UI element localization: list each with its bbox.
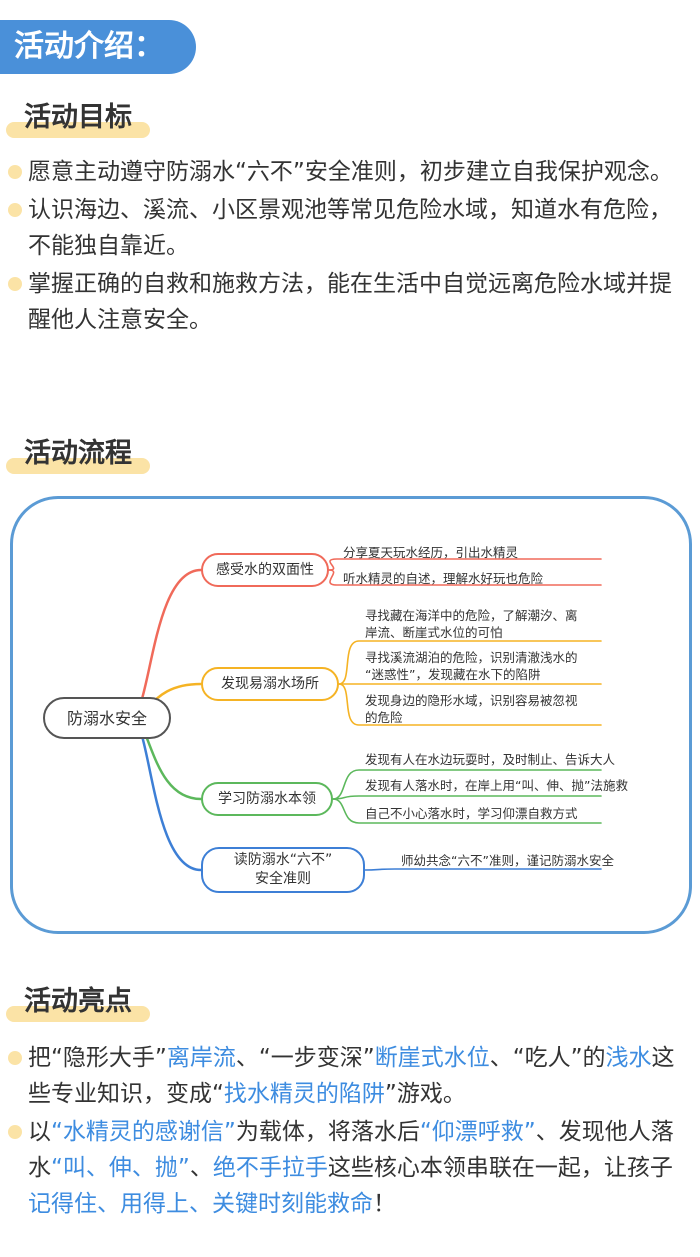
highlight-text: 、“一步变深” (235, 1045, 375, 1071)
highlight-text: 为载体，将落水后 (235, 1119, 420, 1145)
flow-title: 活动流程 (6, 436, 150, 476)
mindmap-branch: 学习防溺水本领 (201, 782, 333, 816)
connector-line (129, 568, 203, 719)
highlight-keyword: 断崖式水位 (374, 1045, 490, 1071)
mindmap-branch: 感受水的双面性 (201, 553, 329, 587)
highlight-keyword: 浅水 (605, 1045, 652, 1071)
connector-line (332, 769, 602, 800)
mindmap-branch: 发现易溺水场所 (201, 667, 339, 701)
highlight-keyword: “叫、伸、抛” (51, 1155, 190, 1181)
highlight-keyword: 绝不手拉手 (212, 1155, 328, 1181)
mindmap-leaf: 发现身边的隐形水域，识别容易被忽视的危险 (365, 693, 578, 725)
highlight-text: 、发现他人落水 (28, 1119, 674, 1181)
goal-item: 愿意主动遵守防溺水“六不”安全准则，初步建立自我保护观念。 (0, 154, 700, 190)
mindmap-leaf: 分享夏天玩水经历，引出水精灵 (343, 545, 519, 560)
highlight-keyword: 离岸流 (166, 1045, 236, 1071)
goals-title: 活动目标 (6, 100, 150, 140)
mindmap-leaf: 师幼共念“六不”准则，谨记防溺水安全 (401, 853, 614, 868)
mindmap-root: 防溺水安全 (43, 697, 171, 739)
mindmap-leaf: 发现有人在水边玩耍时，及时制止、告诉大人 (365, 752, 616, 767)
highlight-text: 、“吃人”的 (489, 1045, 606, 1071)
connector-line (129, 715, 203, 872)
intro-banner: 活动介绍： (0, 20, 196, 74)
mindmap: 防溺水安全 感受水的双面性分享夏天玩水经历，引出水精灵听水精灵的自述，理解水好玩也… (10, 496, 692, 934)
highlight-text: 、 (189, 1155, 213, 1181)
connector-line (364, 868, 602, 871)
highlight-text: 以 (28, 1119, 51, 1145)
highlight-text: 把“隐形大手” (28, 1045, 167, 1071)
highlight-text: ！ (373, 1191, 396, 1217)
goals-list: 愿意主动遵守防溺水“六不”安全准则，初步建立自我保护观念。认识海边、溪流、小区景… (0, 154, 700, 340)
mindmap-leaf: 听水精灵的自述，理解水好玩也危险 (343, 571, 544, 586)
highlight-text: 这些专业知识，变成“ (28, 1045, 675, 1107)
highlight-item-2: 以“水精灵的感谢信”为载体，将落水后“仰漂呼救”、发现他人落水“叫、伸、抛”、绝… (0, 1114, 700, 1222)
mindmap-leaf: 寻找藏在海洋中的危险，了解潮汐、离岸流、断崖式水位的可怕 (365, 608, 578, 640)
connector-line (332, 798, 602, 824)
mindmap-branch: 读防溺水“六不”安全准则 (201, 847, 365, 893)
highlight-keyword: 记得住、用得上、关键时刻能救命 (28, 1191, 373, 1217)
connector-line (338, 640, 602, 685)
connector-line (332, 795, 602, 800)
highlight-text: 这些核心本领串联在一起，让孩子 (327, 1155, 673, 1181)
highlight-item-1: 把“隐形大手”离岸流、“一步变深”断崖式水位、“吃人”的浅水这些专业知识，变成“… (0, 1040, 700, 1112)
highlights-list: 把“隐形大手”离岸流、“一步变深”断崖式水位、“吃人”的浅水这些专业知识，变成“… (0, 1040, 700, 1224)
highlight-keyword: 找水精灵的陷阱 (223, 1081, 385, 1107)
highlight-text: ”游戏。 (384, 1081, 466, 1107)
goal-item: 认识海边、溪流、小区景观池等常见危险水域，知道水有危险，不能独自靠近。 (0, 192, 700, 264)
highlights-title: 活动亮点 (6, 984, 150, 1024)
goal-item: 掌握正确的自救和施救方法，能在生活中自觉远离危险水域并提醒他人注意安全。 (0, 266, 700, 338)
mindmap-leaf: 自己不小心落水时，学习仰漂自救方式 (365, 806, 578, 821)
connector-line (328, 569, 602, 586)
connector-line (338, 683, 602, 726)
mindmap-leaf: 发现有人落水时，在岸上用“叫、伸、抛”法施救 (365, 778, 628, 793)
highlight-keyword: “水精灵的感谢信” (51, 1119, 236, 1145)
highlight-keyword: “仰漂呼救” (419, 1119, 536, 1145)
mindmap-leaf: 寻找溪流湖泊的危险，识别清澈浅水的“迷惑性”，发现藏在水下的陷阱 (365, 650, 578, 682)
